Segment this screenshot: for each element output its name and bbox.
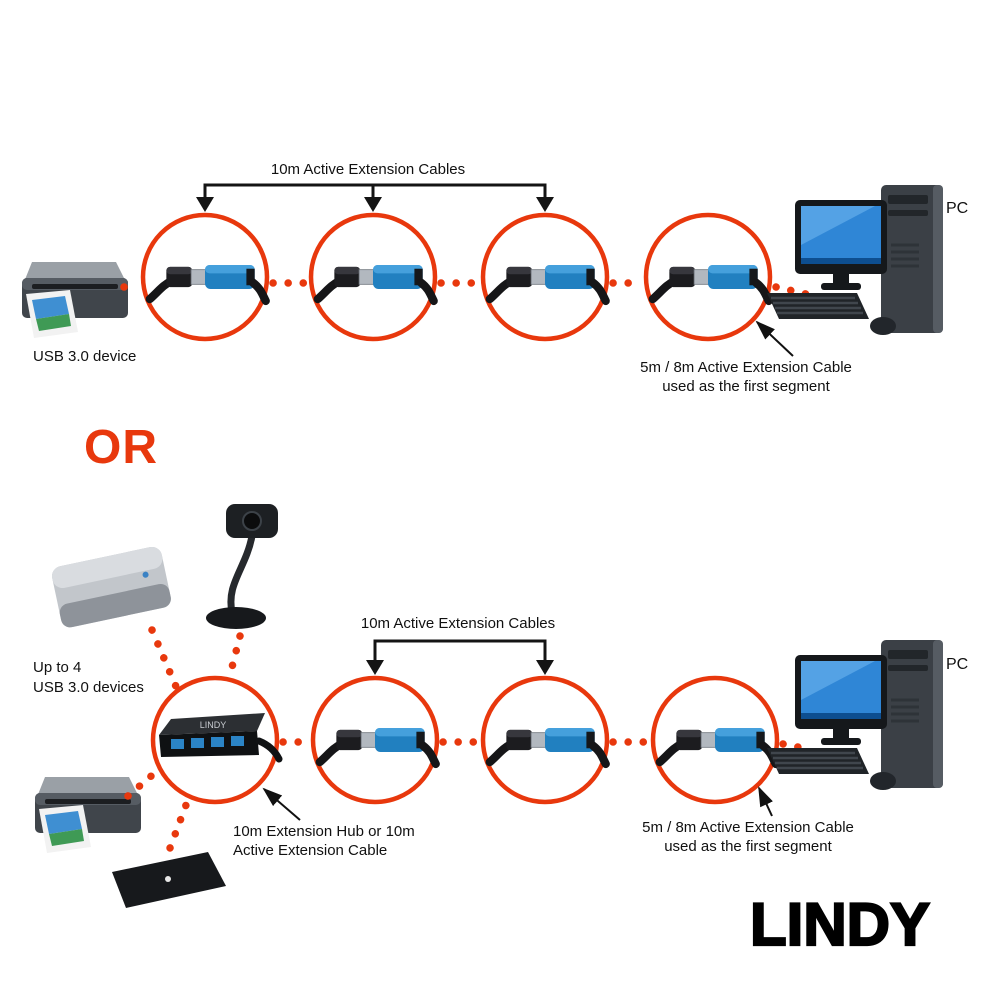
usb-cable-icon: [320, 728, 436, 764]
bottom-chain: LINDY: [35, 504, 945, 908]
bottom-dotted-links: [124, 626, 816, 852]
bottom-pc-label: PC: [946, 656, 969, 673]
usb-cable-icon: [660, 728, 776, 764]
usb-cable-icon: [150, 265, 266, 301]
extension-circle-7: [650, 675, 780, 805]
extension-circle-1: [140, 212, 270, 342]
webcam: [206, 504, 278, 629]
extension-circle-2: [308, 212, 438, 342]
top-dotted-links: [120, 279, 810, 298]
usb-cable-icon: [318, 265, 434, 301]
top-chain: [22, 183, 945, 357]
extension-circle-3: [480, 212, 610, 342]
pc-bottom: [765, 638, 945, 792]
pc-top: [765, 183, 945, 337]
external-hdd: [52, 546, 171, 628]
bottom-bracket-arrows: [366, 639, 554, 675]
usb-cable-icon: [490, 728, 606, 764]
printer-bottom: [35, 777, 141, 853]
hub-annotation: 10m Extension Hub or 10m Active Extensio…: [233, 823, 415, 859]
printer-top: [22, 262, 128, 338]
extension-circle-4: [643, 212, 773, 342]
usb-hub-icon: LINDY: [159, 713, 283, 763]
top-bracket-arrows: [196, 183, 554, 212]
top-bracket-label: 10m Active Extension Cables: [270, 161, 466, 178]
extension-circle-6: [480, 675, 610, 805]
top-pc-label: PC: [946, 200, 969, 217]
top-device-label: USB 3.0 device: [33, 348, 137, 365]
bottom-annotation: 5m / 8m Active Extension Cable used as t…: [642, 819, 854, 855]
usb-cable-icon: [490, 265, 606, 301]
lindy-logo: LINDY: [749, 890, 931, 959]
bottom-devices-label: Up to 4 USB 3.0 devices: [33, 659, 144, 696]
hub-circle: [150, 675, 280, 805]
top-annotation: 5m / 8m Active Extension Cable used as t…: [640, 359, 852, 395]
hub-brand-text: LINDY: [200, 720, 227, 730]
bottom-annotation-arrow: [758, 786, 773, 817]
or-label: OR: [84, 421, 158, 474]
tablet: [112, 852, 226, 908]
top-annotation-arrow: [755, 320, 794, 357]
hub-annotation-arrow: [262, 787, 301, 821]
usb-cable-icon: [653, 265, 769, 301]
extension-circle-5: [310, 675, 440, 805]
bottom-bracket-label: 10m Active Extension Cables: [360, 615, 556, 632]
